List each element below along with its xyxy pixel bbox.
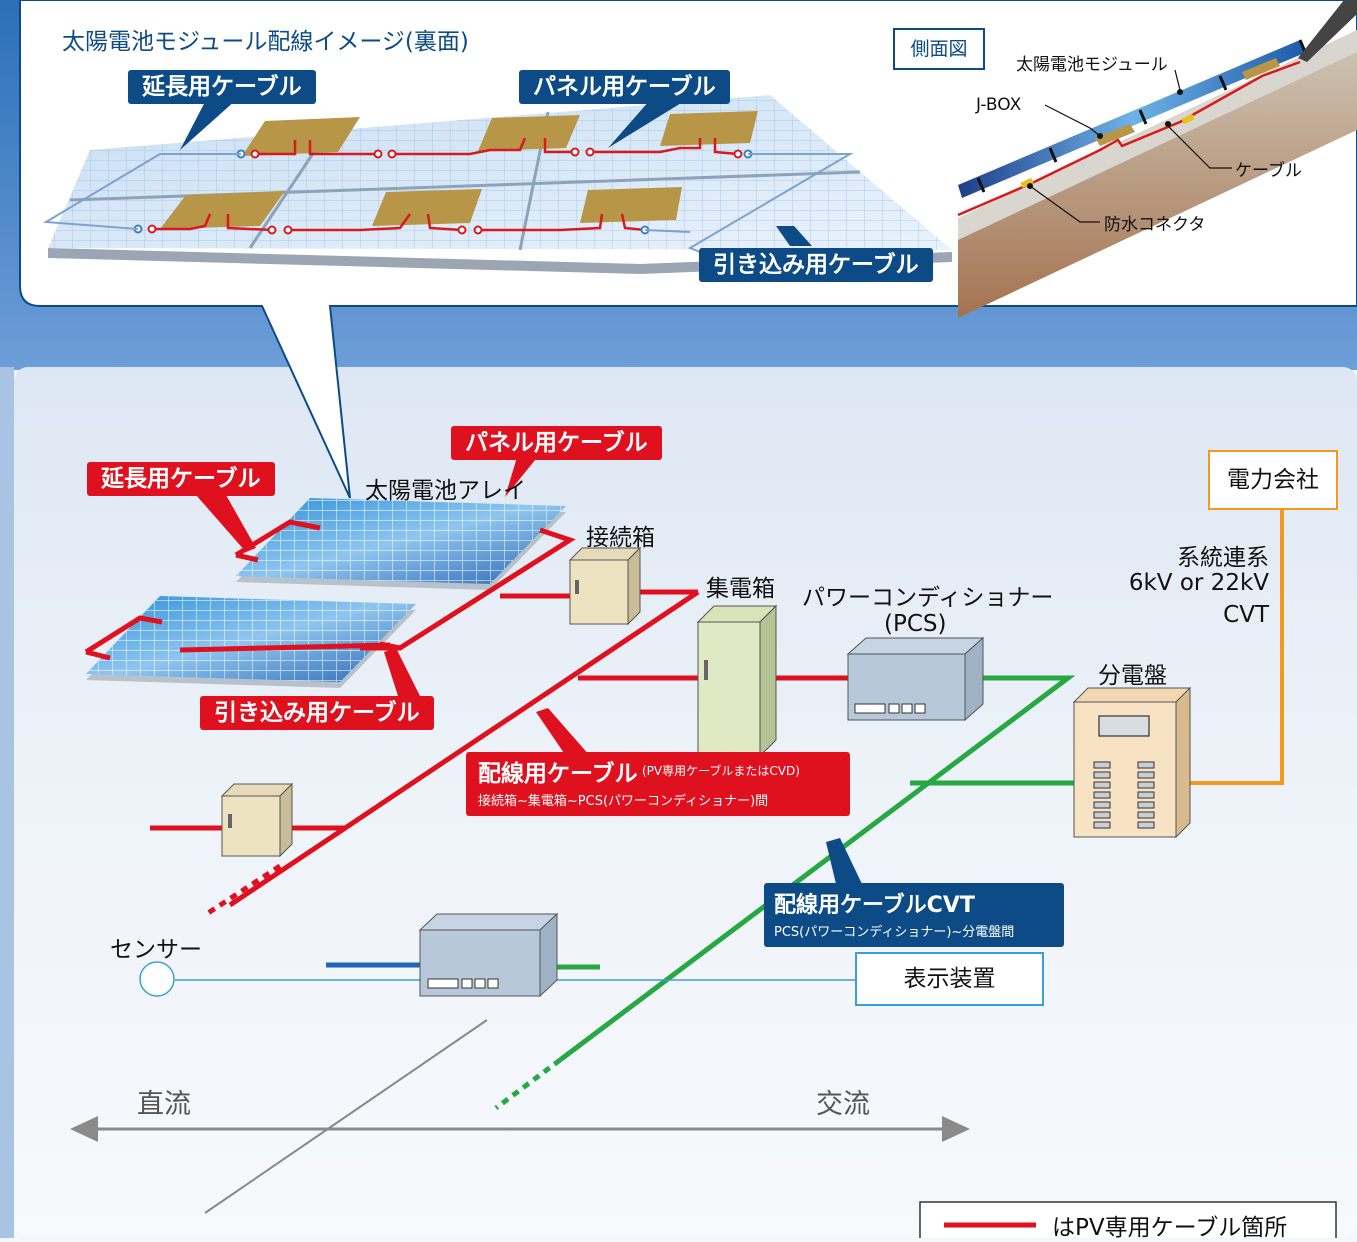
side-view-title: 側面図 xyxy=(893,28,985,70)
utility-company-box: 電力会社 xyxy=(1208,450,1338,510)
side-view-jbox-label: J-BOX xyxy=(976,95,1022,115)
wiring-cable-label: 配線用ケーブル (PV専用ケーブルまたはCVD) 接続箱~集電箱~PCS(パワー… xyxy=(466,752,850,816)
leadin-cable-label: 引き込み用ケーブル xyxy=(200,696,434,730)
callout-panel-cable-label: パネル用ケーブル xyxy=(519,70,730,104)
junction-box-graphic-2 xyxy=(220,782,294,858)
junction-box-label: 接続箱 xyxy=(586,525,655,551)
cvt-cable-title: 配線用ケーブルCVT xyxy=(774,893,975,918)
pcs-graphic xyxy=(846,636,985,722)
sensor-label: センサー xyxy=(110,937,202,963)
junction-box-graphic xyxy=(568,546,642,626)
legend-text: はPV専用ケーブル箇所 xyxy=(1052,1215,1288,1241)
callout-leadin-cable-label: 引き込み用ケーブル xyxy=(699,248,933,282)
cvt-cable-label: 配線用ケーブルCVT PCS(パワーコンディショナー)~分電盤間 xyxy=(764,883,1064,947)
wiring-cable-note: (PV専用ケーブルまたはCVD) xyxy=(642,764,800,778)
wiring-cable-title: 配線用ケーブル xyxy=(478,761,638,787)
callout-title: 太陽電池モジュール配線イメージ(裏面) xyxy=(62,29,469,55)
array-label: 太陽電池アレイ xyxy=(365,478,526,504)
pv-cables xyxy=(84,519,850,908)
display-device-box: 表示装置 xyxy=(855,952,1044,1006)
panel-cable-label: パネル用ケーブル xyxy=(451,426,662,460)
distribution-board-graphic xyxy=(1072,686,1192,839)
side-view-illustration xyxy=(957,0,1357,318)
pcs-label-line1: パワーコンディショナー xyxy=(802,585,1054,611)
collector-box-label: 集電箱 xyxy=(706,576,775,602)
wiring-cable-sub: 接続箱~集電箱~PCS(パワーコンディショナー)間 xyxy=(478,794,769,809)
side-view-connector-label: 防水コネクタ xyxy=(1104,215,1206,235)
callout-extension-cable-label: 延長用ケーブル xyxy=(128,70,316,104)
grid-line3: CVT xyxy=(1223,602,1269,628)
pcs-label-line2: (PCS) xyxy=(884,611,947,637)
extension-cable-label: 延長用ケーブル xyxy=(87,462,275,496)
pcs-graphic-2 xyxy=(418,912,559,998)
distribution-board-label: 分電盤 xyxy=(1098,663,1167,689)
grid-line2: 6kV or 22kV xyxy=(1128,570,1269,596)
grid-line1: 系統連系 xyxy=(1177,545,1269,571)
cvt-cable-sub: PCS(パワーコンディショナー)~分電盤間 xyxy=(774,925,1015,940)
collector-box-graphic xyxy=(696,604,778,758)
dc-label: 直流 xyxy=(137,1089,191,1120)
side-view-module-label: 太陽電池モジュール xyxy=(1016,55,1168,75)
ac-label: 交流 xyxy=(816,1089,870,1120)
side-view-cable-label: ケーブル xyxy=(1235,161,1302,181)
